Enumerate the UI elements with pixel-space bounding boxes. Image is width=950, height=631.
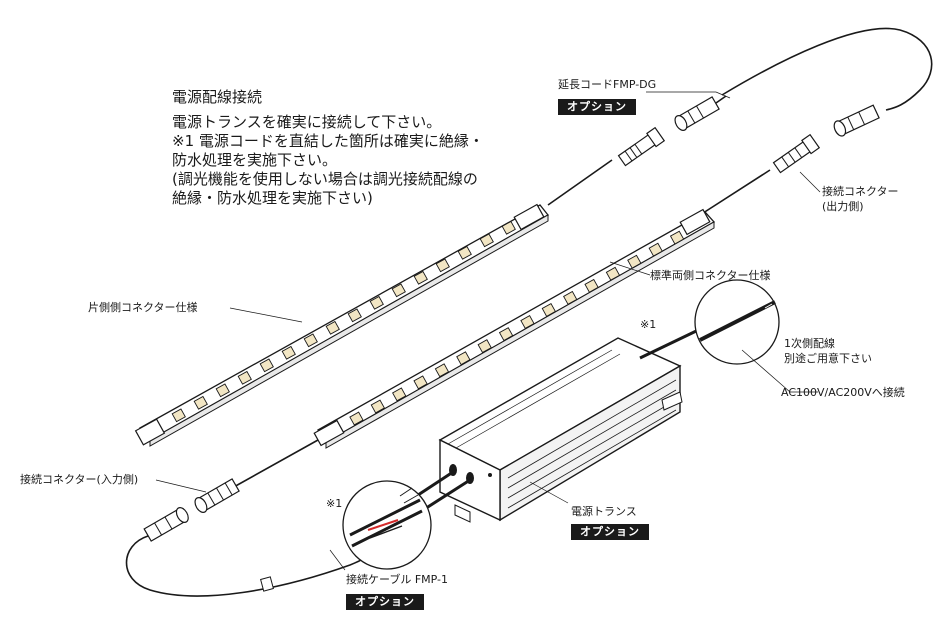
led-chip: [605, 266, 621, 281]
leader-transformer: [529, 481, 569, 504]
input-side-cable: [231, 439, 319, 489]
led-chip: [457, 245, 472, 260]
label-primary-wiring: 1次側配線: [784, 337, 835, 350]
label-extension-cord: 延長コードFMP-DG: [558, 78, 657, 91]
lower-strip-cable: [699, 169, 771, 216]
led-chip: [435, 258, 450, 273]
led-chip: [584, 278, 599, 293]
input-connector: [194, 478, 240, 513]
led-chips-top: [171, 220, 516, 423]
output-connector: [772, 133, 821, 174]
led-chip: [303, 333, 318, 348]
led-chip: [479, 233, 494, 248]
led-chip: [413, 375, 428, 390]
leader-extension: [646, 91, 731, 99]
notes-line: 防水処理を実施下さい。: [172, 151, 338, 169]
label-note-mark-bottom: ※1: [326, 497, 343, 510]
led-chip: [369, 295, 384, 310]
led-chip: [237, 370, 252, 385]
label-one-side: 片側側コネクター仕様: [88, 301, 198, 314]
led-chip: [349, 411, 364, 426]
notes-title: 電源配線接続: [172, 88, 263, 106]
leader-one-side: [229, 307, 303, 323]
label-power-transformer: 電源トランス: [571, 505, 637, 518]
notes-line: ※1 電源コードを直結した箇所は確実に絶縁・: [172, 132, 484, 150]
led-chip: [215, 383, 230, 398]
option-badge-extension: オプション: [558, 99, 636, 115]
label-standard-both-side: 標準両側コネクター仕様: [650, 269, 771, 282]
cable-clip: [260, 576, 274, 592]
extension-connector-left: [617, 126, 666, 167]
led-chip: [501, 220, 516, 235]
magnifier-secondary: [342, 480, 432, 570]
led-chip: [648, 242, 663, 257]
led-chip: [477, 339, 492, 354]
option-badge-transformer: オプション: [571, 524, 649, 540]
extension-connector-right: [833, 104, 880, 137]
top-strip-cable: [547, 159, 613, 206]
led-chip: [325, 320, 340, 335]
led-chip: [193, 395, 208, 410]
led-chip: [281, 345, 296, 360]
magnifier-primary: [694, 279, 780, 365]
extension-cord-wire: [721, 27, 933, 111]
extension-cord-segment: [715, 95, 727, 104]
led-chip: [171, 408, 186, 423]
led-chip: [392, 387, 407, 402]
label-connection-cable: 接続ケーブル FMP-1: [346, 573, 449, 586]
label-connector-output: 接続コネクター: [822, 185, 899, 198]
leader-standard: [609, 261, 651, 276]
led-chip: [456, 351, 471, 366]
leader-ac: [741, 349, 818, 393]
led-chip: [669, 230, 685, 245]
led-chip: [370, 399, 385, 414]
notes-line: (調光機能を使用しない場合は調光接続配線の: [172, 170, 478, 188]
led-chip: [563, 290, 578, 305]
leader-cable: [329, 549, 346, 571]
label-connector-output-sub: (出力側): [822, 200, 864, 213]
cable-connector: [143, 507, 189, 542]
label-connector-input: 接続コネクター(入力側): [20, 473, 139, 486]
led-chip: [520, 315, 535, 330]
led-chip: [627, 254, 642, 269]
leader-output: [799, 171, 821, 193]
option-badge-cable: オプション: [346, 594, 424, 610]
label-ac-connection: AC100V/AC200Vへ接続: [781, 386, 905, 399]
leader-input: [155, 479, 207, 493]
power-transformer-body: [438, 337, 683, 523]
red-wire: [367, 519, 399, 531]
notes-line: 絶縁・防水処理を実施下さい): [172, 189, 373, 207]
led-chip: [391, 283, 406, 298]
led-chip: [434, 363, 450, 378]
label-primary-wiring-sub: 別途ご用意下さい: [784, 352, 872, 365]
led-chip: [541, 302, 556, 317]
led-chip: [413, 270, 428, 285]
led-chip: [259, 358, 274, 373]
extension-connector-male: [674, 96, 720, 131]
wiring-notes: 電源配線接続 電源トランスを確実に接続して下さい。 ※1 電源コードを直結した箇…: [172, 88, 484, 208]
led-chip: [498, 327, 514, 342]
label-note-mark-top: ※1: [640, 318, 657, 331]
led-chip: [347, 308, 362, 323]
led-chips-lower: [349, 230, 685, 426]
notes-line: 電源トランスを確実に接続して下さい。: [172, 113, 442, 131]
